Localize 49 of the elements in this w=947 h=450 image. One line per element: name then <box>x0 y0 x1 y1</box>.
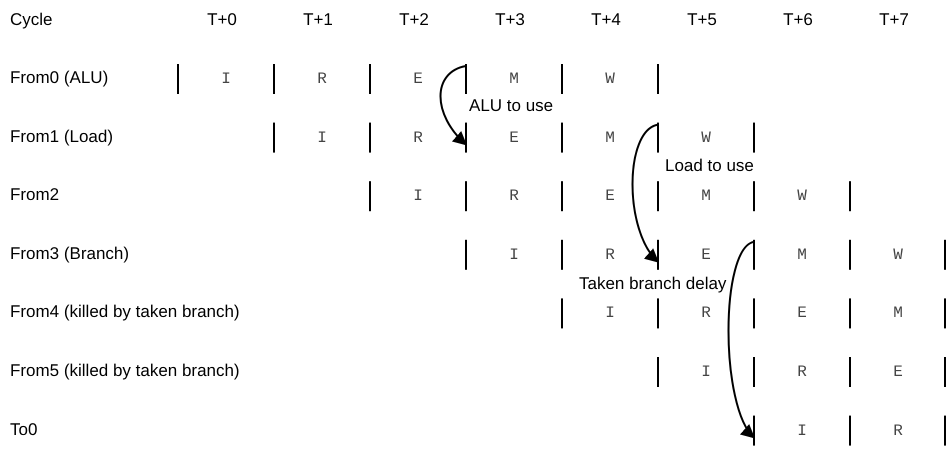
pipeline-stage: I <box>370 181 466 212</box>
pipeline-stage: I <box>466 240 562 270</box>
pipeline-stage: M <box>754 240 850 270</box>
pipeline-stage: W <box>754 181 850 212</box>
cycle-header: T+3 <box>495 9 525 31</box>
arrow <box>440 65 467 146</box>
cycle-header: T+2 <box>399 9 429 31</box>
instruction-label: From2 <box>10 184 60 206</box>
pipeline-stage: E <box>562 181 658 212</box>
instruction-label: From4 (killed by taken branch) <box>10 301 240 324</box>
instruction-label: From5 (killed by taken branch) <box>10 360 240 382</box>
pipeline-stage: E <box>850 357 946 387</box>
pipeline-stage: R <box>850 416 946 446</box>
cycle-header: T+0 <box>207 9 237 31</box>
instruction-label: To0 <box>10 418 38 441</box>
pipeline-stage: R <box>274 64 370 94</box>
pipeline-stage: M <box>850 298 946 328</box>
arrow <box>632 124 659 263</box>
instruction-label: From1 (Load) <box>10 126 113 148</box>
edge-label: Taken branch delay <box>578 274 728 294</box>
pipeline-stage: R <box>370 122 466 153</box>
pipeline-stage: M <box>562 122 658 153</box>
pipeline-stage: R <box>658 298 754 328</box>
arrow <box>728 240 755 439</box>
axis-title: Cycle <box>10 9 53 31</box>
pipeline-stage: E <box>658 240 754 270</box>
cycle-header: T+4 <box>591 9 621 31</box>
instruction-label: From0 (ALU) <box>10 67 108 89</box>
pipeline-stage: E <box>370 64 466 94</box>
cycle-header: T+6 <box>783 9 813 31</box>
pipeline-stage: R <box>466 181 562 212</box>
pipeline-stage: R <box>754 357 850 387</box>
pipeline-stage: I <box>658 357 754 387</box>
pipeline-stage: I <box>178 64 274 94</box>
cycle-header: T+1 <box>303 9 333 31</box>
cycle-header: T+7 <box>879 9 909 31</box>
instruction-label: From3 (Branch) <box>10 242 130 265</box>
pipeline-stage: E <box>754 298 850 328</box>
pipeline-stage: R <box>562 240 658 270</box>
pipeline-stage: W <box>850 240 946 270</box>
pipeline-stage: M <box>658 181 754 212</box>
cycle-header: T+5 <box>687 9 717 31</box>
pipeline-stage: I <box>754 416 850 446</box>
pipeline-stage: I <box>562 298 658 328</box>
pipeline-stage: M <box>466 64 562 94</box>
pipeline-stage: E <box>466 122 562 153</box>
pipeline-stage: I <box>274 122 370 153</box>
pipeline-stage: W <box>658 122 754 153</box>
pipeline-stage: W <box>562 64 658 94</box>
